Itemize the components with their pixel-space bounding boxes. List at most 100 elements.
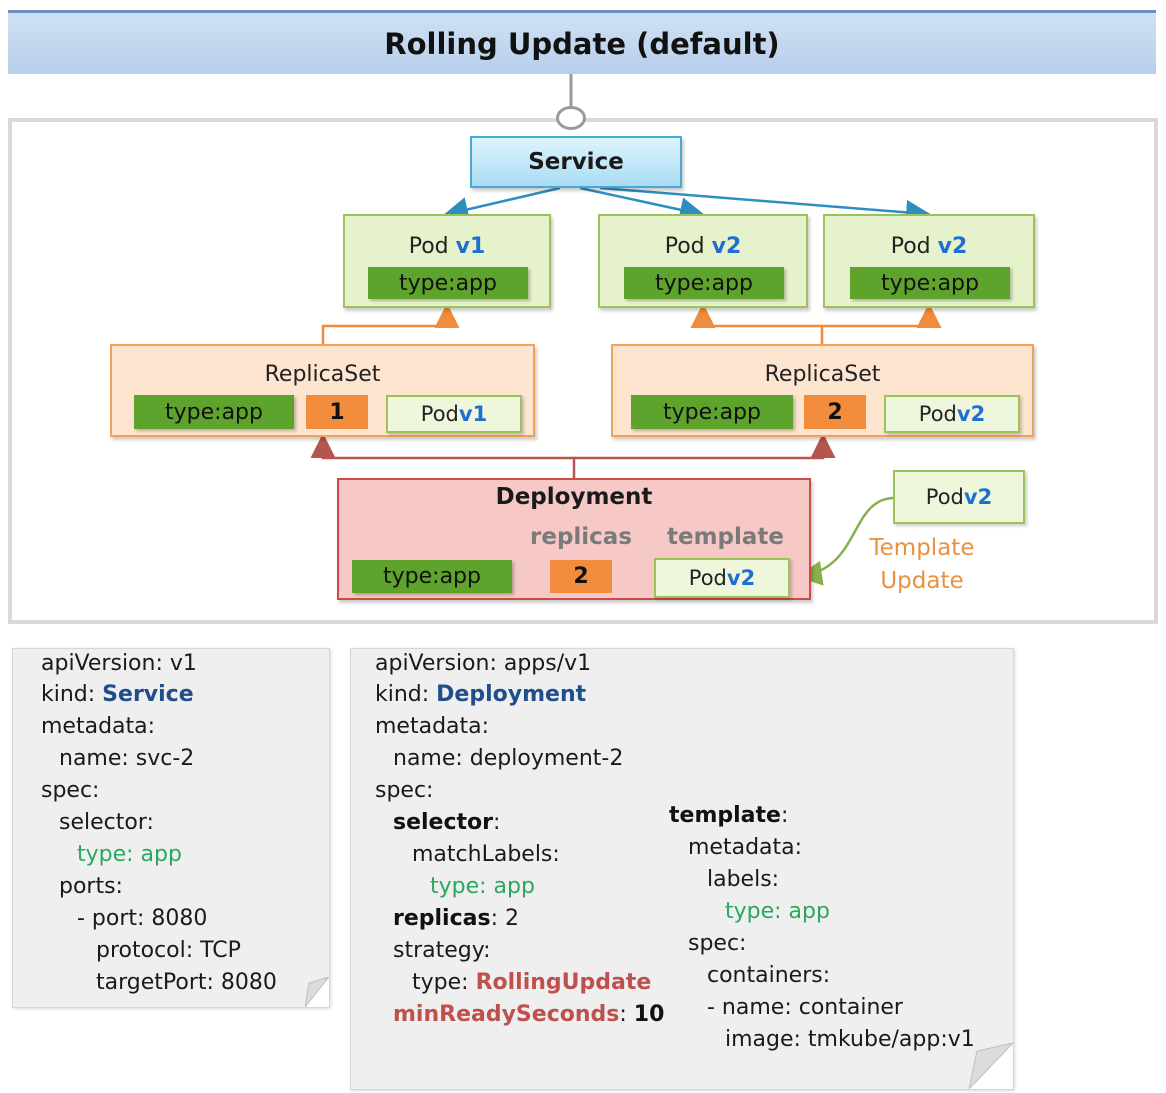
pod-v2a-prefix: Pod bbox=[664, 234, 712, 259]
service-to-pod3-arrow bbox=[599, 186, 931, 225]
yaml-kind-value: Service bbox=[102, 682, 194, 707]
yaml-value: : 2 bbox=[490, 906, 519, 931]
page-curl-icon bbox=[969, 1043, 1013, 1089]
service-box: Service bbox=[470, 136, 682, 188]
deployment-yaml-sheet: apiVersion: apps/v1 kind: Deployment met… bbox=[350, 648, 1014, 1090]
yaml-line: type: app bbox=[725, 899, 830, 924]
pod-v2b-version: v2 bbox=[937, 234, 968, 259]
pod-v2a-version: v2 bbox=[711, 234, 742, 259]
page-curl-icon bbox=[305, 977, 329, 1007]
replicaset-2-box: ReplicaSet type:app 2 Pod v2 bbox=[611, 344, 1034, 437]
yaml-line: targetPort: 8080 bbox=[96, 970, 277, 995]
yaml-line: - port: 8080 bbox=[77, 906, 208, 931]
yaml-line: strategy: bbox=[393, 938, 491, 963]
replicaset-2-count: 2 bbox=[804, 395, 866, 429]
template-update-arrow bbox=[797, 496, 894, 586]
pod-v2b-tag: type:app bbox=[850, 267, 1010, 299]
yaml-punct: : bbox=[493, 810, 501, 835]
pod-v2b-prefix: Pod bbox=[890, 234, 938, 259]
yaml-key: minReadySeconds bbox=[393, 1002, 620, 1027]
yaml-line: image: tmkube/app:v1 bbox=[725, 1027, 975, 1052]
replicaset-1-tag: type:app bbox=[134, 395, 294, 429]
replicaset-2-pod: Pod v2 bbox=[884, 395, 1020, 433]
yaml-key: selector bbox=[393, 810, 493, 835]
diagram-title: Rolling Update (default) bbox=[8, 10, 1156, 74]
deployment-replicas-label: replicas bbox=[530, 524, 633, 550]
rs2-to-pod3-arrow bbox=[822, 303, 942, 328]
deployment-to-rs1-arrow bbox=[310, 433, 576, 478]
pod-v1-title: Pod v1 bbox=[345, 234, 549, 259]
deployment-template-label: template bbox=[667, 524, 785, 550]
pod-v2b-title: Pod v2 bbox=[825, 234, 1033, 259]
pod-v1-tag: type:app bbox=[368, 267, 528, 299]
yaml-line: kind: Service bbox=[41, 682, 194, 707]
service-to-pod1-arrow bbox=[443, 186, 561, 222]
deployment-to-rs2-arrow bbox=[574, 433, 836, 460]
yaml-line: minReadySeconds: 10 bbox=[393, 1002, 664, 1027]
pod-v2b-box: Pod v2 type:app bbox=[823, 214, 1035, 308]
yaml-line: labels: bbox=[707, 867, 780, 892]
yaml-strategy-value: RollingUpdate bbox=[475, 970, 652, 995]
deployment-box: Deployment replicas template type:app 2 … bbox=[337, 478, 811, 600]
deployment-tag: type:app bbox=[352, 560, 512, 593]
service-label: Service bbox=[528, 149, 624, 175]
template-update-line1: Template bbox=[869, 535, 975, 561]
yaml-line: ports: bbox=[59, 874, 123, 899]
yaml-key: type: bbox=[412, 970, 476, 995]
deployment-template-pod: Pod v2 bbox=[654, 558, 790, 598]
replicaset-1-pod: Pod v1 bbox=[386, 395, 522, 433]
yaml-value: 10 bbox=[633, 1002, 665, 1027]
deployment-template-pod-prefix: Pod bbox=[688, 566, 727, 590]
yaml-key: kind: bbox=[41, 682, 103, 707]
replicaset-1-count: 1 bbox=[306, 395, 368, 429]
new-template-pod-version: v2 bbox=[963, 485, 993, 509]
pod-v2a-box: Pod v2 type:app bbox=[598, 214, 808, 308]
yaml-line: apiVersion: v1 bbox=[41, 651, 197, 676]
yaml-line: spec: bbox=[375, 778, 434, 803]
yaml-key: replicas bbox=[393, 906, 491, 931]
yaml-line: metadata: bbox=[688, 835, 803, 860]
deployment-title: Deployment bbox=[495, 484, 653, 510]
yaml-line: apiVersion: apps/v1 bbox=[375, 651, 592, 676]
yaml-line: spec: bbox=[688, 931, 747, 956]
yaml-line: type: app bbox=[430, 874, 535, 899]
rs1-to-pod1-arrow bbox=[321, 303, 460, 344]
yaml-line: replicas: 2 bbox=[393, 906, 519, 931]
yaml-key: template bbox=[669, 803, 781, 828]
yaml-punct: : bbox=[780, 803, 789, 828]
template-update-line2: Update bbox=[880, 568, 964, 594]
new-template-pod: Pod v2 bbox=[893, 470, 1025, 524]
yaml-line: selector: bbox=[393, 810, 500, 835]
pod-v1-box: Pod v1 type:app bbox=[343, 214, 551, 308]
pod-v1-version: v1 bbox=[455, 234, 486, 259]
replicaset-2-pod-version: v2 bbox=[956, 402, 986, 426]
yaml-line: metadata: bbox=[41, 714, 156, 739]
rs2-to-pod2-arrow bbox=[690, 303, 824, 344]
yaml-line: containers: bbox=[707, 963, 831, 988]
title-connector-knob bbox=[556, 106, 586, 130]
yaml-line: template: bbox=[669, 803, 788, 828]
replicaset-1-pod-version: v1 bbox=[458, 402, 488, 426]
yaml-line: type: RollingUpdate bbox=[412, 970, 651, 995]
yaml-line: spec: bbox=[41, 778, 100, 803]
pod-v2a-tag: type:app bbox=[624, 267, 784, 299]
replicaset-2-title: ReplicaSet bbox=[764, 362, 881, 387]
yaml-line: name: svc-2 bbox=[59, 746, 195, 771]
template-update-label: Template Update bbox=[852, 532, 992, 598]
pod-v2a-title: Pod v2 bbox=[600, 234, 806, 259]
deployment-template-pod-version: v2 bbox=[726, 566, 756, 590]
replicaset-2-pod-prefix: Pod bbox=[918, 402, 957, 426]
yaml-line: metadata: bbox=[375, 714, 490, 739]
diagram-title-text: Rolling Update (default) bbox=[384, 26, 780, 61]
pod-v1-prefix: Pod bbox=[408, 234, 456, 259]
replicaset-1-pod-prefix: Pod bbox=[420, 402, 459, 426]
yaml-line: - name: container bbox=[707, 995, 903, 1020]
replicaset-2-tag: type:app bbox=[631, 395, 793, 429]
yaml-punct: : bbox=[619, 1002, 634, 1027]
replicaset-1-title: ReplicaSet bbox=[264, 362, 381, 387]
yaml-kind-value: Deployment bbox=[436, 682, 587, 707]
yaml-line: selector: bbox=[59, 810, 154, 835]
yaml-line: protocol: TCP bbox=[96, 938, 241, 963]
yaml-line: name: deployment-2 bbox=[393, 746, 624, 771]
service-to-pod2-arrow bbox=[579, 186, 705, 222]
